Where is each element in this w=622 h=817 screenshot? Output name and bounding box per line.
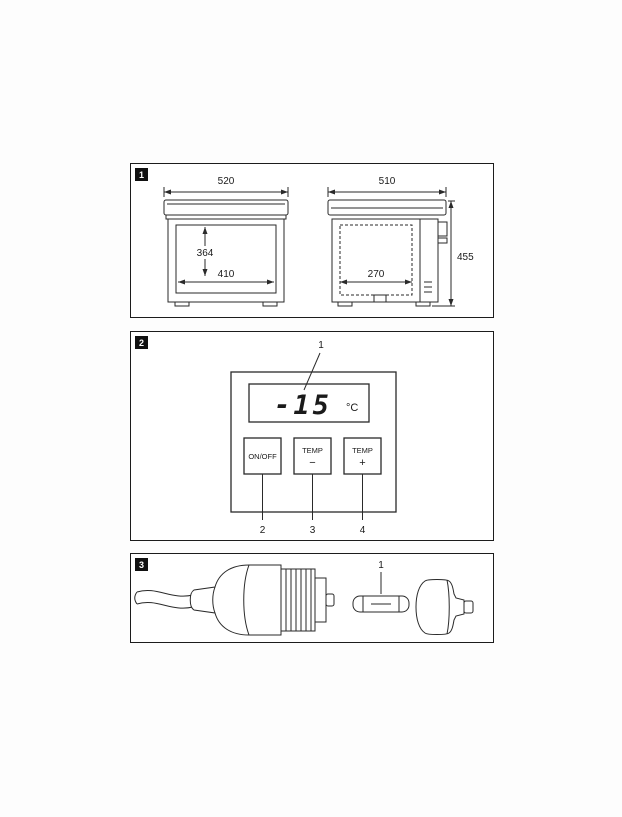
power-cable xyxy=(134,590,194,609)
callout-3: 3 xyxy=(310,525,316,536)
dc-plug xyxy=(189,564,335,636)
figure-1-panel: 1 520 xyxy=(130,163,494,318)
callout-fuse-1: 1 xyxy=(378,560,384,571)
figure-3-panel: 3 xyxy=(130,553,494,643)
figure-1-badge: 1 xyxy=(135,168,148,181)
dim-front-inner-width: 410 xyxy=(218,269,235,280)
temp-up-button-label: TEMP xyxy=(352,446,373,455)
figure-2-badge: 2 xyxy=(135,336,148,349)
temperature-display-unit: °C xyxy=(346,402,358,414)
temp-down-button-sign: − xyxy=(309,457,315,469)
temp-up-button: TEMP + 4 xyxy=(343,437,382,536)
dim-side-overall-depth: 510 xyxy=(379,176,396,187)
temp-down-button-label: TEMP xyxy=(302,446,323,455)
dim-front-inner-height: 364 xyxy=(197,248,214,259)
display-callout: 1 xyxy=(303,340,324,391)
onoff-button: ON/OFF 2 xyxy=(243,437,282,536)
callout-1: 1 xyxy=(318,340,324,351)
temp-down-button: TEMP − 3 xyxy=(293,437,332,536)
figure-2-drawing: -15 °C 1 ON/OFF 2 TEMP − 3 xyxy=(230,340,397,536)
figure-2-panel: 2 -15 °C 1 ON/OFF 2 TEMP − xyxy=(130,331,494,541)
fuse-callout: 1 xyxy=(378,560,384,594)
figure-3-badge: 3 xyxy=(135,558,148,571)
dim-front-overall-width: 520 xyxy=(218,176,235,187)
front-dimensions: 520 364 410 xyxy=(163,176,289,285)
callout-2: 2 xyxy=(260,525,266,536)
figure-3-drawing: 1 xyxy=(134,560,474,636)
dim-side-overall-height: 455 xyxy=(457,252,474,263)
temperature-display-value: -15 xyxy=(274,390,332,421)
temperature-display xyxy=(248,383,370,423)
cooler-side-view xyxy=(327,199,448,307)
dim-side-inner-depth: 270 xyxy=(368,269,385,280)
temp-up-button-sign: + xyxy=(359,457,365,469)
fuse xyxy=(352,595,410,613)
side-dimensions: 510 455 270 xyxy=(327,176,474,307)
callout-4: 4 xyxy=(360,525,366,536)
figure-1-drawing: 520 364 410 xyxy=(163,176,474,307)
cooler-front-view xyxy=(163,199,289,307)
plug-end-cap xyxy=(415,579,474,635)
onoff-button-label: ON/OFF xyxy=(248,452,277,461)
